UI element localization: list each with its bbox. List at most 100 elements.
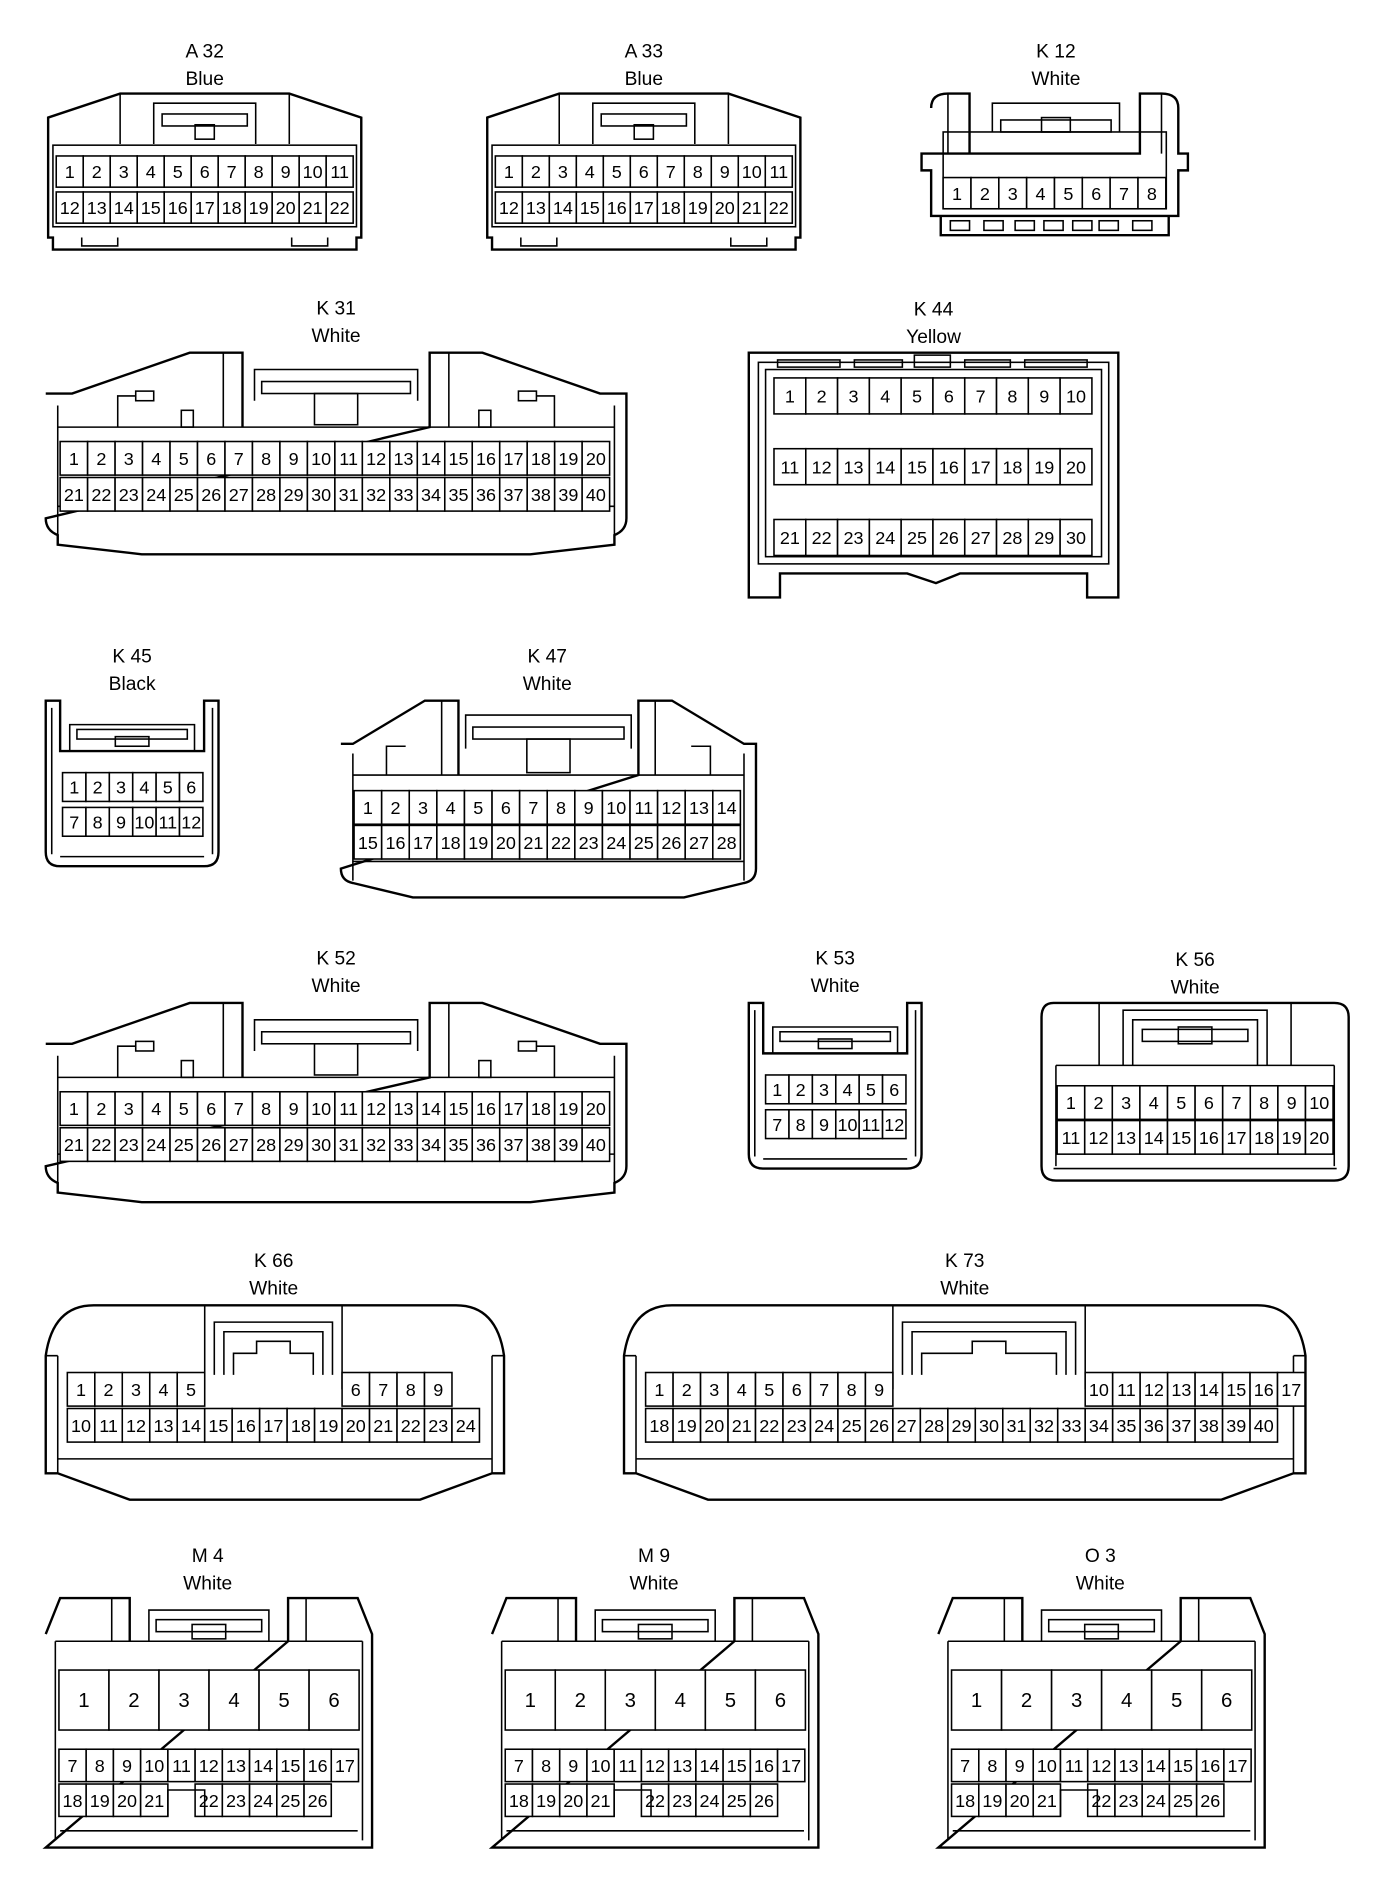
pin-number: 12 bbox=[499, 198, 519, 218]
latch-bar bbox=[260, 1031, 412, 1045]
pin-cell bbox=[217, 191, 246, 224]
pin-number: 2 bbox=[1094, 1093, 1104, 1113]
pin-number: 16 bbox=[168, 198, 188, 218]
pin-number: 22 bbox=[401, 1416, 421, 1436]
latch-tab bbox=[913, 354, 952, 368]
pin-cell bbox=[313, 1407, 343, 1443]
pin-number: 3 bbox=[124, 449, 134, 469]
pin-cell bbox=[221, 1783, 251, 1818]
pin-cell bbox=[1249, 1371, 1279, 1407]
pin-cell bbox=[1005, 1783, 1035, 1818]
pin-number: 36 bbox=[476, 485, 496, 505]
housing-outline bbox=[44, 1001, 628, 1204]
base-slot bbox=[1014, 219, 1036, 232]
pin-number: 7 bbox=[514, 1756, 524, 1776]
pin-number: 7 bbox=[960, 1756, 970, 1776]
pin-cell bbox=[325, 191, 354, 224]
pin-cell bbox=[217, 155, 246, 188]
pin-number: 13 bbox=[689, 798, 709, 818]
pin-number: 17 bbox=[634, 198, 654, 218]
pin-cell bbox=[548, 191, 578, 224]
pin-number: 10 bbox=[1066, 387, 1086, 407]
pin-number: 19 bbox=[558, 1099, 578, 1119]
connector-color: Black bbox=[109, 674, 156, 695]
pin-number: 4 bbox=[228, 1690, 239, 1712]
pin-cell bbox=[1086, 1783, 1116, 1818]
pin-cell bbox=[55, 191, 85, 224]
housing-base bbox=[939, 215, 1170, 237]
pin-number: 9 bbox=[568, 1756, 578, 1776]
pin-cell bbox=[699, 1371, 729, 1407]
pin-number: 15 bbox=[1173, 1756, 1193, 1776]
pin-number: 12 bbox=[366, 449, 386, 469]
pin-cell bbox=[644, 1407, 674, 1443]
pin-number: 2 bbox=[128, 1690, 139, 1712]
pin-number: 13 bbox=[394, 1099, 414, 1119]
pin-number: 24 bbox=[875, 528, 895, 548]
pin-number: 23 bbox=[1119, 1791, 1139, 1811]
pin-number: 40 bbox=[586, 1135, 606, 1155]
pin-cell bbox=[504, 1783, 534, 1818]
pin-cell bbox=[1139, 1084, 1169, 1121]
pin-number: 6 bbox=[206, 449, 216, 469]
pin-number: 26 bbox=[308, 1791, 328, 1811]
pin-number: 5 bbox=[163, 778, 173, 798]
pin-number: 25 bbox=[174, 485, 194, 505]
pin-cell bbox=[836, 377, 871, 415]
pin-number: 1 bbox=[971, 1690, 982, 1712]
pin-cell bbox=[298, 191, 327, 224]
pin-cell-large bbox=[950, 1669, 1003, 1731]
latch-tab bbox=[114, 735, 150, 748]
pin-number: 3 bbox=[625, 1690, 636, 1712]
pin-number: 15 bbox=[907, 457, 927, 477]
housing-rib bbox=[222, 1002, 450, 1078]
pin-number: 40 bbox=[1254, 1416, 1274, 1436]
pin-number: 15 bbox=[727, 1756, 747, 1776]
pin-number: 20 bbox=[1010, 1791, 1030, 1811]
pin-number: 9 bbox=[289, 1099, 299, 1119]
pin-cell bbox=[325, 155, 354, 188]
pin-number: 19 bbox=[688, 198, 708, 218]
pin-cell bbox=[1221, 1119, 1252, 1155]
housing-inner bbox=[947, 1640, 1256, 1841]
pin-cell bbox=[334, 440, 364, 476]
pin-number: 8 bbox=[556, 798, 566, 818]
pin-number: 16 bbox=[939, 457, 959, 477]
pin-number: 3 bbox=[848, 387, 858, 407]
pin-cell bbox=[581, 1126, 611, 1163]
pin-cell bbox=[656, 824, 686, 860]
pin-number: 27 bbox=[689, 833, 709, 853]
pin-cell bbox=[737, 155, 767, 188]
pin-number: 33 bbox=[394, 1135, 414, 1155]
pin-number: 37 bbox=[503, 1135, 523, 1155]
housing-outline bbox=[42, 1596, 374, 1849]
pin-number: 10 bbox=[606, 798, 626, 818]
pin-number: 29 bbox=[284, 485, 304, 505]
pin-cell bbox=[749, 1748, 779, 1783]
connector-color: White bbox=[940, 1279, 989, 1300]
latch-bar bbox=[1047, 1618, 1156, 1633]
pin-number: 22 bbox=[199, 1791, 219, 1811]
pin-cell bbox=[683, 191, 713, 224]
pin-number: 18 bbox=[661, 198, 681, 218]
pin-number: 13 bbox=[226, 1756, 246, 1776]
pin-number: 23 bbox=[579, 833, 599, 853]
pin-number: 1 bbox=[1066, 1093, 1076, 1113]
latch-bar bbox=[161, 113, 249, 127]
pin-number: 15 bbox=[449, 1099, 469, 1119]
pin-number: 7 bbox=[1231, 1093, 1241, 1113]
pin-cell bbox=[303, 1748, 333, 1783]
pin-number: 23 bbox=[843, 528, 863, 548]
connector-code: A 33 bbox=[625, 42, 663, 63]
pin-cell bbox=[408, 824, 438, 860]
latch-frame bbox=[1122, 1009, 1268, 1066]
pin-number: 7 bbox=[819, 1380, 829, 1400]
pin-number: 9 bbox=[433, 1380, 443, 1400]
pin-cell bbox=[136, 155, 165, 188]
pin-cell bbox=[1059, 447, 1093, 486]
pin-cell bbox=[330, 1748, 360, 1783]
